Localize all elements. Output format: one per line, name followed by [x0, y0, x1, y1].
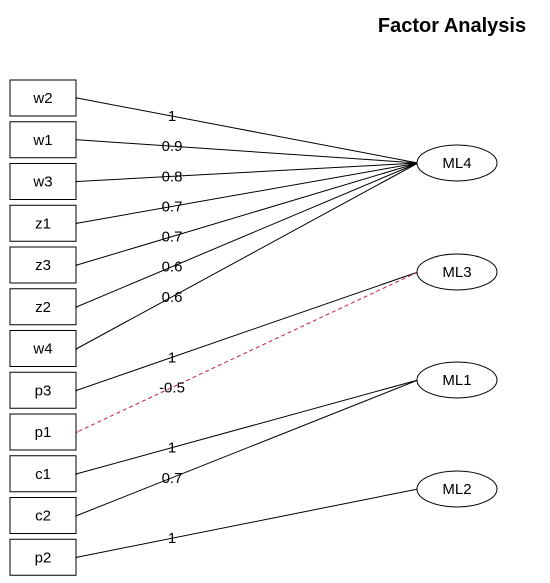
loading-edge-ML3-p1 — [77, 271, 419, 432]
loading-edge-ML1-c1 — [77, 379, 419, 474]
factor-ellipse — [416, 361, 498, 399]
factor-node-ML4: ML4 — [416, 144, 498, 182]
loading-label-ML4-w4: 0.6 — [162, 289, 183, 306]
factor-node-ML1: ML1 — [416, 361, 498, 399]
observed-box — [9, 455, 77, 493]
observed-label: w2 — [32, 90, 52, 107]
loading-label-ML4-z3: 0.7 — [162, 229, 183, 246]
loading-edge-ML4-w4 — [77, 162, 419, 349]
observed-label: z3 — [35, 257, 51, 274]
observed-label: p1 — [35, 424, 52, 441]
loading-label-ML1-c1: 1 — [168, 440, 176, 457]
loading-label-ML4-z1: 0.7 — [162, 198, 183, 215]
loading-label-ML3-p3: 1 — [168, 349, 176, 366]
observed-box — [9, 79, 77, 117]
loading-label-ML4-w3: 0.8 — [162, 168, 183, 185]
loading-edge-ML4-z3 — [77, 162, 419, 265]
observed-box — [9, 371, 77, 409]
observed-label: p3 — [35, 382, 52, 399]
observed-label: c1 — [35, 466, 51, 483]
factor-label: ML1 — [442, 372, 471, 389]
observed-label: c2 — [35, 508, 51, 525]
loading-edge-ML2-p2 — [77, 488, 419, 557]
observed-label: p2 — [35, 549, 52, 566]
loading-edge-ML1-c2 — [77, 379, 419, 516]
observed-node-w1: w1 — [9, 121, 77, 159]
factor-ellipse — [416, 253, 498, 291]
factor-node-ML3: ML3 — [416, 253, 498, 291]
factor-ellipse — [416, 470, 498, 508]
factor-node-ML2: ML2 — [416, 470, 498, 508]
observed-node-c2: c2 — [9, 497, 77, 534]
observed-box — [9, 288, 77, 326]
loading-edge-ML3-p3 — [77, 271, 419, 390]
loading-edge-ML4-w2 — [77, 98, 419, 164]
loading-edge-ML4-z2 — [77, 162, 419, 307]
loading-edge-ML4-z1 — [77, 162, 419, 223]
observed-node-z3: z3 — [9, 246, 77, 284]
observed-node-p1: p1 — [9, 413, 77, 451]
observed-label: w4 — [32, 341, 52, 358]
observed-box — [9, 330, 77, 367]
factor-label: ML3 — [442, 264, 471, 281]
loading-label-ML3-p1: -0.5 — [159, 379, 185, 396]
observed-box — [9, 246, 77, 284]
observed-box — [9, 121, 77, 159]
loading-edge-ML4-w1 — [77, 140, 419, 164]
observed-box — [9, 204, 77, 242]
observed-node-w3: w3 — [9, 163, 77, 200]
observed-label: z2 — [35, 299, 51, 316]
observed-box — [9, 163, 77, 200]
observed-node-w2: w2 — [9, 79, 77, 117]
observed-box — [9, 413, 77, 451]
observed-node-z1: z1 — [9, 204, 77, 242]
factor-label: ML4 — [442, 155, 471, 172]
observed-label: w3 — [32, 174, 52, 191]
observed-box — [9, 538, 77, 576]
observed-label: z1 — [35, 215, 51, 232]
loading-edge-ML4-w3 — [77, 162, 419, 182]
loading-label-ML4-w1: 0.9 — [162, 138, 183, 155]
observed-node-w4: w4 — [9, 330, 77, 367]
loading-label-ML4-w2: 1 — [168, 108, 176, 125]
loading-label-ML4-z2: 0.6 — [162, 259, 183, 276]
observed-box — [9, 497, 77, 534]
loading-labels: 1 0.9 0.8 0.7 0.7 0.6 0.6 1 -0.5 1 0.7 1 — [159, 108, 185, 547]
loading-label-ML2-p2: 1 — [168, 530, 176, 547]
observed-node-p2: p2 — [9, 538, 77, 576]
observed-label: w1 — [32, 132, 52, 149]
diagram-title: Factor Analysis — [378, 15, 526, 37]
factor-ellipse — [416, 144, 498, 182]
observed-node-c1: c1 — [9, 455, 77, 493]
factor-label: ML2 — [442, 481, 471, 498]
loading-label-ML1-c2: 0.7 — [162, 470, 183, 487]
observed-node-p3: p3 — [9, 371, 77, 409]
loading-edges — [77, 98, 419, 557]
observed-node-z2: z2 — [9, 288, 77, 326]
